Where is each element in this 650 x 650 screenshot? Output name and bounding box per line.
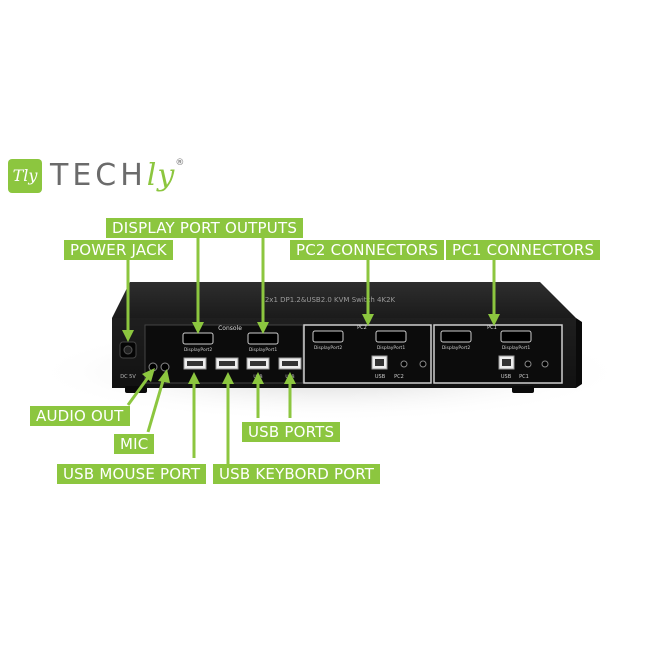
callout-arrows [122,236,500,466]
console-dp1-label: DisplayPort1 [249,347,278,353]
pc1-dp1-port [500,330,532,343]
pc1-mic-jack [541,360,549,368]
callout-pc2-connectors: PC2 CONNECTORS [290,240,445,260]
callout-usb-ports: USB PORTS [242,422,341,442]
callout-audio-out: AUDIO OUT [30,406,130,426]
pc1-name-label: PC1 [519,374,529,380]
logo-text-accent: ly [146,158,176,193]
pc1-audio-jack [524,360,532,368]
callout-display-port-outputs: DISPLAY PORT OUTPUTS [106,218,304,238]
logo-text-main: TECH [50,158,147,193]
callout-usb-mouse-port: USB MOUSE PORT [57,464,207,484]
device-top-label: 2x1 DP1.2&USB2.0 KVM Switch 4K2K [265,296,396,304]
pc1-dp1-label: DisplayPort1 [502,345,531,351]
pc2-dp2-port [312,330,344,343]
console-dp2-port [182,332,214,345]
console-panel [144,324,304,384]
callout-pc1-connectors: PC1 CONNECTORS [446,240,601,260]
console-label: Console [218,325,242,332]
device-top-surface [112,282,576,318]
pc2-dp1-label: DisplayPort1 [377,345,406,351]
foot-right [512,386,534,393]
dc-label: DC 5V [120,374,136,380]
callout-mic: MIC [114,434,155,454]
pc2-top-label: PC2 [357,325,367,331]
console-dp1-port [247,332,279,345]
logo-registered: ® [175,158,185,168]
pc1-dp2-port [440,330,472,343]
pc2-usb-label: USB [375,374,386,380]
pc1-dp2-label: DisplayPort2 [442,345,471,351]
callout-power-jack: POWER JACK [64,240,173,260]
logo-mark: Tly [8,158,42,193]
pc2-name-label: PC2 [394,374,404,380]
pc2-audio-jack [400,360,408,368]
pc2-dp2-label: DisplayPort2 [314,345,343,351]
logo-wordmark: TECHly® [50,158,184,193]
arrow-mic [146,373,167,433]
callout-usb-keybord-port: USB KEYBORD PORT [213,464,381,484]
pc2-dp1-port [375,330,407,343]
mic-jack [160,362,170,372]
pc2-mic-jack [419,360,427,368]
pc1-top-label: PC1 [487,325,497,331]
console-dp2-label: DisplayPort2 [184,347,213,353]
techly-logo: Tly TECHly® [8,158,184,193]
pc1-usb-label: USB [501,374,512,380]
